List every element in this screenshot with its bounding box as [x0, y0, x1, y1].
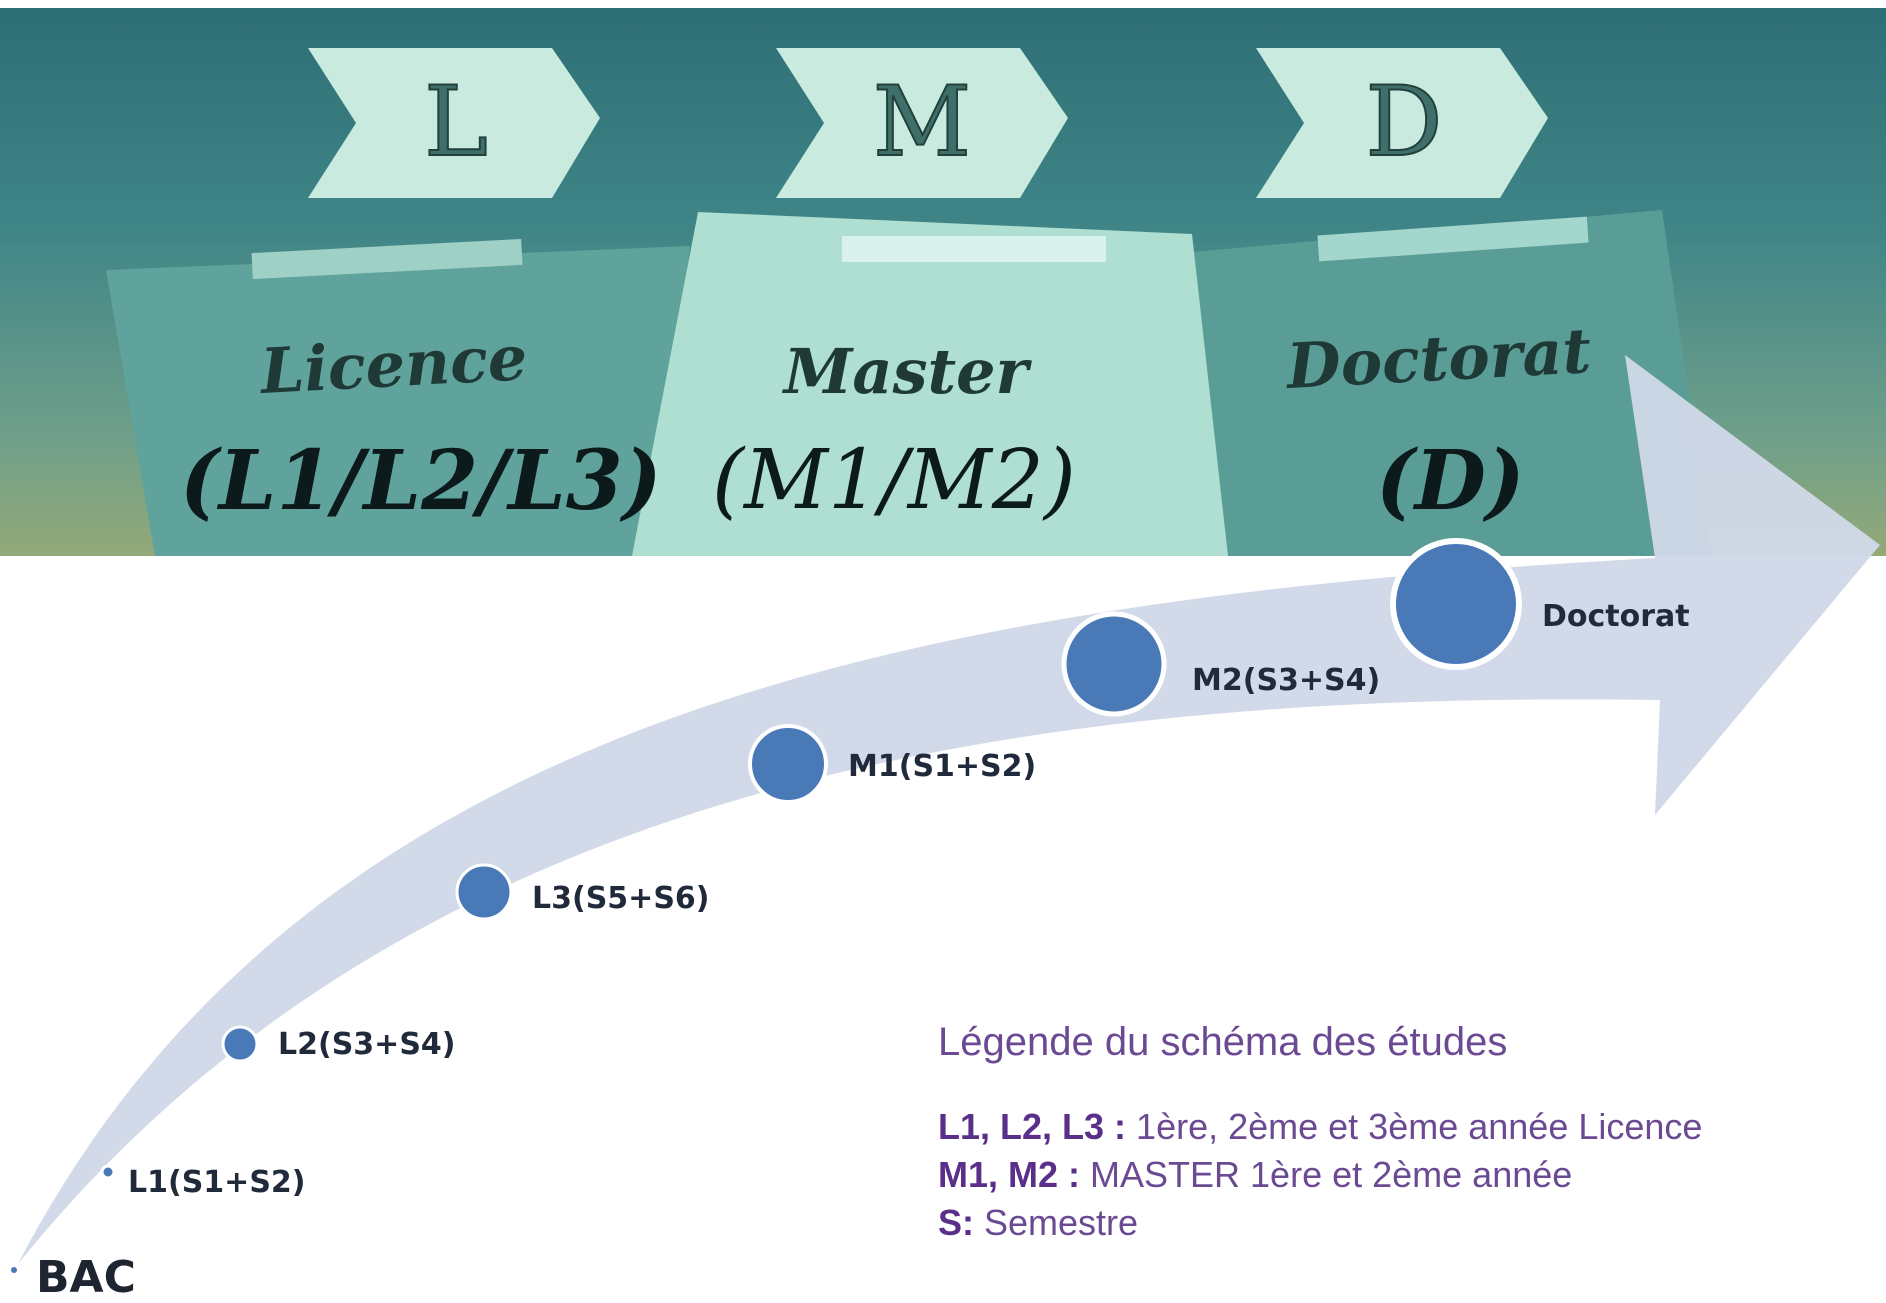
legend-key: M1, M2 : — [938, 1154, 1081, 1195]
step-label-l1: L1(S1+S2) — [128, 1165, 306, 1200]
step-node-doctorat — [1390, 538, 1522, 670]
step-label-l2: L2(S3+S4) — [278, 1027, 456, 1062]
level-doctorat: (D) — [1376, 433, 1525, 529]
legend-text: 1ère, 2ème et 3ème année Licence — [1126, 1106, 1703, 1147]
legend-text: Semestre — [974, 1202, 1139, 1243]
bac-node — [11, 1267, 17, 1273]
master-card-tape — [842, 236, 1106, 262]
chevrons-layer: L M D — [308, 48, 1548, 198]
chevron-d — [1256, 48, 1548, 198]
chevron-m — [776, 48, 1068, 198]
step-node-l2 — [221, 1025, 259, 1063]
step-node-l3 — [455, 863, 513, 921]
licence-card — [106, 246, 690, 556]
bac-label: BAC — [36, 1252, 136, 1303]
step-label-m2: M2(S3+S4) — [1192, 663, 1381, 698]
cards-layer: Licence Master Doctorat — [106, 210, 1712, 556]
legend-title: Légende du schéma des études — [938, 1020, 1508, 1064]
card-word-licence: Licence — [257, 321, 529, 408]
legend-line-licence: L1, L2, L3 : 1ère, 2ème et 3ème année Li… — [938, 1103, 1702, 1151]
legend-key: S: — [938, 1202, 974, 1243]
level-licence: (L1/L2/L3) — [180, 433, 662, 529]
doctorat-card-tape — [1317, 216, 1589, 262]
step-node-l1 — [100, 1164, 116, 1180]
legend: Légende du schéma des études L1, L2, L3 … — [938, 1020, 1702, 1247]
step-label-doctorat: Doctorat — [1542, 599, 1690, 634]
step-node-m2 — [1061, 611, 1167, 717]
step-label-l3: L3(S5+S6) — [532, 881, 710, 916]
chevron-letter-m: M — [873, 66, 971, 178]
legend-key: L1, L2, L3 : — [938, 1106, 1127, 1147]
step-label-m1: M1(S1+S2) — [848, 749, 1037, 784]
legend-line-semestre: S: Semestre — [938, 1199, 1702, 1247]
chevron-l — [308, 48, 600, 198]
chevron-letter-d: D — [1366, 66, 1443, 178]
step-node-m1 — [748, 724, 828, 804]
master-card — [632, 212, 1228, 556]
card-word-doctorat: Doctorat — [1283, 314, 1593, 403]
card-word-master: Master — [782, 335, 1033, 408]
level-master: (M1/M2) — [712, 433, 1076, 528]
legend-line-master: M1, M2 : MASTER 1ère et 2ème année — [938, 1151, 1702, 1199]
lmd-banner: Licence Master Doctorat L M D — [0, 8, 1886, 556]
doctorat-card — [1192, 210, 1712, 556]
legend-text: MASTER 1ère et 2ème année — [1080, 1154, 1573, 1195]
chevron-letter-l: L — [424, 66, 488, 178]
licence-card-tape — [251, 238, 523, 280]
